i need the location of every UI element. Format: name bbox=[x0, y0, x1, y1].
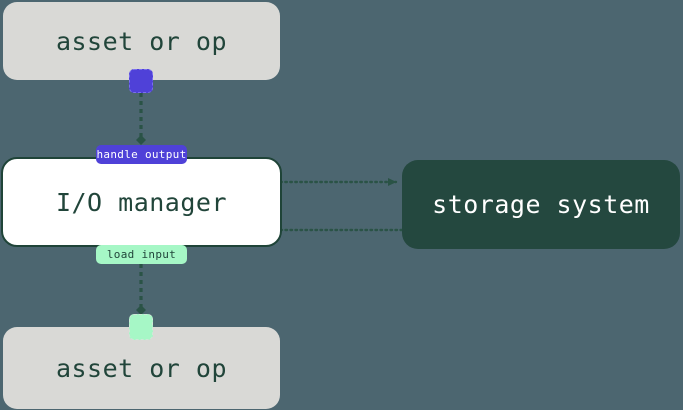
node-label: asset or op bbox=[55, 26, 228, 56]
node-io-manager[interactable]: I/O manager bbox=[1, 157, 282, 247]
input-port-handle[interactable] bbox=[129, 314, 153, 340]
edge-label-handle-output[interactable]: handle output bbox=[96, 145, 187, 164]
node-label: storage system bbox=[432, 190, 650, 219]
node-asset-or-op-top[interactable]: asset or op bbox=[3, 2, 280, 80]
node-label: I/O manager bbox=[55, 187, 228, 217]
node-storage-system[interactable]: storage system bbox=[402, 160, 680, 249]
node-label: asset or op bbox=[55, 353, 228, 383]
edge-label-text: handle output bbox=[96, 148, 187, 161]
output-port-handle[interactable] bbox=[129, 69, 153, 93]
node-asset-or-op-bottom[interactable]: asset or op bbox=[3, 327, 280, 409]
edge-label-text: load input bbox=[106, 248, 177, 261]
edge-label-load-input[interactable]: load input bbox=[96, 245, 187, 264]
